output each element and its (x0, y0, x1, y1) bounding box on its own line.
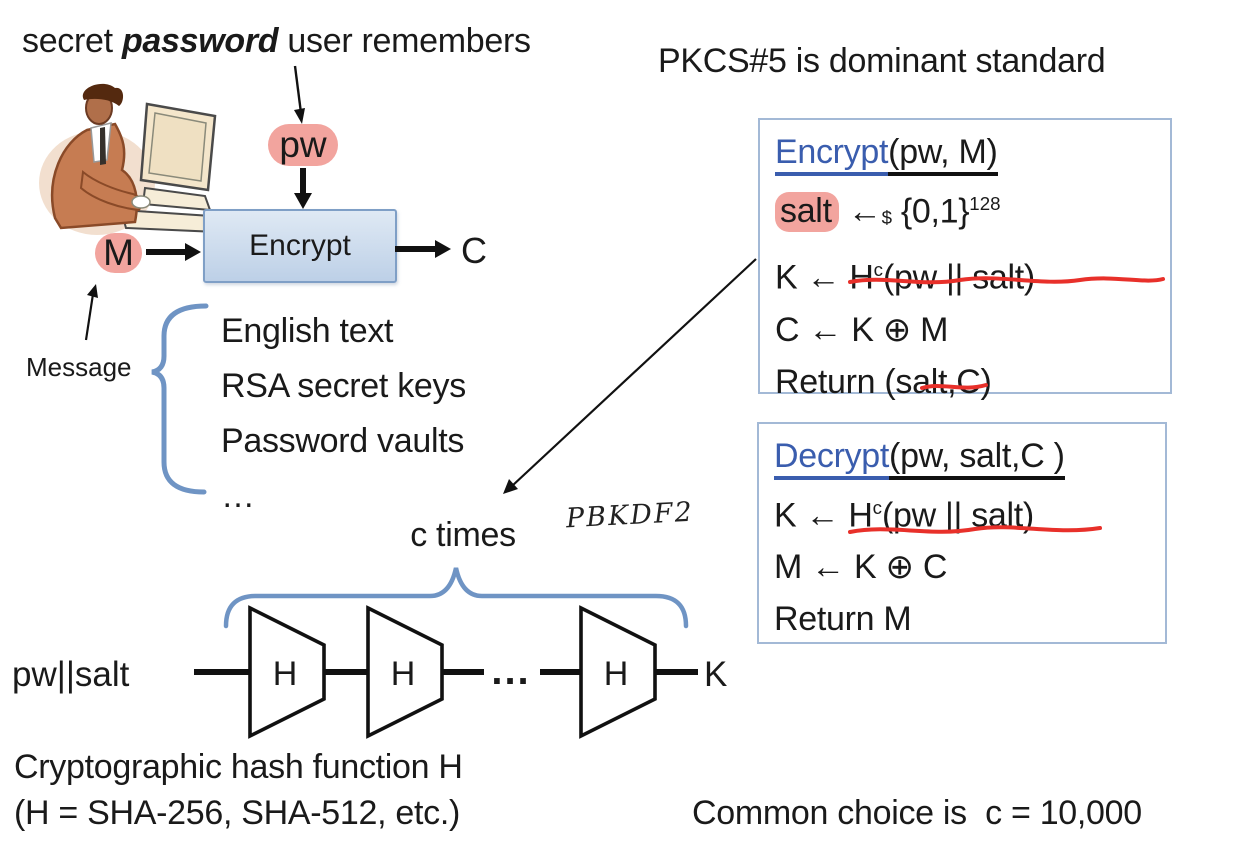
code-line-m: M ← K ⊕ C (774, 548, 948, 587)
person-hair (82, 83, 124, 106)
code-line-salt: salt ←$ {0,1}128 (775, 178, 1170, 244)
hash-note-line1: Cryptographic hash function H (14, 748, 463, 787)
caption-text-password: password (121, 22, 279, 60)
k-pre: K ← H (774, 496, 873, 535)
hash-h-label: H (604, 655, 629, 693)
arrow-caption-to-pw (293, 65, 305, 124)
encrypt-fn-name: Encrypt (775, 133, 888, 176)
chain-ellipsis: ... (491, 649, 530, 693)
c-times-text: c times (410, 516, 516, 554)
salt-exponent: 128 (969, 193, 1001, 214)
decrypt-fn-name: Decrypt (774, 437, 889, 480)
arrow-code-to-ctimes (503, 258, 757, 494)
monitor-screen (148, 112, 207, 182)
hash-funnel-2 (366, 605, 444, 739)
code-line-return: Return (salt,C) (775, 362, 992, 401)
hash-funnel-3 (579, 605, 657, 739)
k-sup: c (872, 497, 882, 518)
pw-label: pw (279, 124, 327, 165)
code-line-k: K ← Hc(pw || salt) (774, 482, 1165, 541)
code-line-header: Encrypt(pw, M) (775, 126, 1170, 178)
code-line-header: Decrypt(pw, salt,C ) (774, 430, 1165, 482)
pkcs-title-text: PKCS#5 is dominant standard (658, 42, 1106, 80)
secret-password-caption: secret password user remembers (22, 22, 531, 61)
pkcs-title: PKCS#5 is dominant standard (658, 42, 1106, 81)
pbkdf2-text: PBKDF2 (565, 496, 695, 535)
message-examples-list: English text RSA secret keys Password va… (221, 312, 466, 532)
k-post: (pw || salt) (882, 258, 1035, 297)
c-text: C (461, 230, 487, 271)
hash-chain: pw||salt H H ... H K (12, 605, 727, 739)
person-tie (100, 127, 106, 165)
caption-text-post: user remembers (278, 22, 531, 60)
hash-note1-text: Cryptographic hash function H (14, 748, 463, 786)
arrow-pw-to-encrypt (294, 168, 312, 209)
salt-highlight: salt (775, 192, 839, 233)
code-line-k: K ← Hc(pw || salt) (775, 244, 1170, 303)
hash-note2-text: (H = SHA-256, SHA-512, etc.) (14, 794, 461, 832)
m-label: M (103, 232, 134, 273)
c-times-brace (223, 567, 689, 629)
message-text: Message (26, 352, 132, 382)
arrow-encrypt-to-c (395, 240, 451, 258)
k-pre: K ← H (775, 258, 874, 297)
c-times-label: c times (398, 516, 528, 555)
message-brace (151, 303, 209, 495)
decrypt-pseudocode-box: Decrypt(pw, salt,C ) K ← Hc(pw || salt) … (757, 422, 1167, 644)
salt-arrow: ← (838, 192, 882, 231)
list-item: RSA secret keys (221, 367, 466, 405)
list-item: English text (221, 312, 394, 350)
common-choice-text: Common choice is c = 10,000 (692, 794, 1142, 832)
hash-h-label: H (273, 655, 298, 693)
message-m-highlight: M (95, 232, 142, 273)
ciphertext-c-label: C (461, 230, 487, 272)
caption-text-pre: secret (22, 22, 122, 60)
k-post: (pw || salt) (881, 496, 1034, 535)
hash-h-label: H (391, 655, 416, 693)
code-line-c: C ← K ⊕ M (775, 310, 949, 349)
salt-dollar: $ (881, 207, 892, 229)
pw-highlight: pw (268, 124, 338, 166)
hash-funnel-1 (248, 605, 326, 739)
message-label: Message (26, 352, 132, 383)
hash-note-line2: (H = SHA-256, SHA-512, etc.) (14, 794, 460, 833)
common-choice-note: Common choice is c = 10,000 (692, 794, 1142, 833)
k-sup: c (873, 259, 883, 281)
pw-salt-label: pw||salt (12, 655, 130, 694)
encrypt-fn-args: (pw, M) (888, 133, 998, 176)
list-item: … (221, 477, 255, 515)
key-k-label: K (704, 655, 727, 694)
pbkdf2-handwriting: PBKDF2 (565, 497, 694, 535)
list-item: Password vaults (221, 422, 465, 460)
salt-set: {0,1} (891, 192, 970, 231)
decrypt-fn-args: (pw, salt,C ) (889, 437, 1065, 480)
monitor-base (141, 186, 212, 212)
arrow-message-to-m (84, 284, 98, 341)
encrypt-pseudocode-box: Encrypt(pw, M) salt ←$ {0,1}128 K ← Hc(p… (758, 118, 1172, 401)
encrypt-machine-label: Encrypt (249, 229, 351, 262)
code-line-return: Return M (774, 600, 912, 639)
encrypt-machine-box: Encrypt (203, 209, 397, 283)
person-hand (131, 195, 151, 209)
user-at-computer-clipart (39, 83, 220, 235)
